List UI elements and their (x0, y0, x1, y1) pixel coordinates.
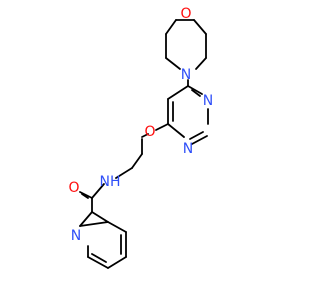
bond (107, 221, 127, 233)
bond (189, 131, 204, 140)
bond (155, 123, 169, 131)
bond (115, 167, 133, 179)
bond (141, 133, 149, 138)
bond (187, 85, 203, 95)
atom-labels: O N N N O NH O N (68, 6, 213, 244)
atom-label: O (144, 124, 155, 140)
bond (91, 253, 107, 263)
bond (167, 85, 189, 100)
atom-label: N (181, 67, 191, 83)
bond (131, 153, 143, 169)
bond (193, 19, 207, 35)
atom-label: N (183, 141, 193, 157)
bond (91, 183, 105, 199)
bond (167, 123, 185, 138)
bond (191, 135, 208, 145)
bond (79, 211, 93, 227)
molecule-structure: O N N N O NH O N (68, 6, 213, 269)
bonds (79, 19, 209, 269)
atom-label: O (68, 180, 79, 196)
bond (191, 89, 201, 97)
bond (165, 57, 181, 70)
bond (107, 256, 127, 269)
bond (165, 19, 177, 35)
bond (79, 191, 93, 199)
bond (195, 57, 207, 70)
atom-label: O (180, 6, 191, 22)
atom-label: N (71, 228, 81, 244)
atom-label: NH (100, 174, 121, 190)
bond (81, 193, 89, 199)
bond (91, 211, 109, 223)
bond (87, 256, 109, 269)
atom-label: N (203, 93, 213, 109)
bond (79, 221, 109, 227)
